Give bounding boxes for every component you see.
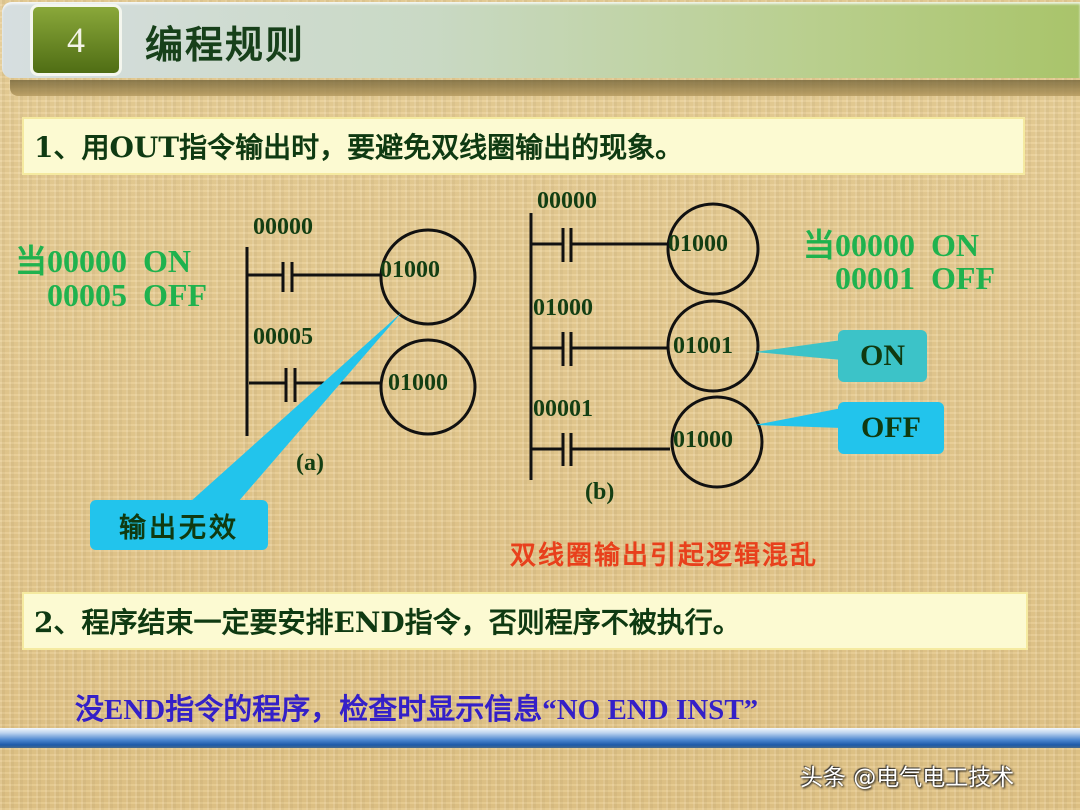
- rule-2-box: 2、程序结束一定要安排END指令，否则程序不被执行。: [22, 592, 1028, 650]
- rule-1-box: 1、用OUT指令输出时，要避免双线圈输出的现象。: [22, 117, 1025, 175]
- callout-output-invalid: 输出无效: [90, 500, 268, 550]
- coil-label: 01001: [673, 333, 733, 359]
- section-number-badge: 4: [30, 4, 122, 76]
- coil-icon: [379, 338, 477, 436]
- rung-b-1: [531, 202, 760, 296]
- diagram-b-condition-line1: 当00000 ON: [803, 227, 980, 263]
- contact-label: 00000: [537, 188, 597, 214]
- contact-label: 00005: [253, 324, 313, 350]
- rung-b-2: [531, 299, 760, 393]
- coil-icon: [379, 228, 477, 326]
- coil-label: 01000: [388, 370, 448, 396]
- footer-bar: [0, 728, 1080, 748]
- rung-b-3: [531, 395, 764, 489]
- page-title: 编程规则: [145, 23, 306, 67]
- ladder-diagram-b: [529, 202, 764, 489]
- rule-1-text: 1、用OUT指令输出时，要避免双线圈输出的现象。: [34, 131, 684, 164]
- watermark: 头条 @电气电工技术: [800, 765, 1015, 791]
- callout-pointer: [755, 340, 842, 360]
- contact-label: 00000: [253, 214, 313, 240]
- coil-icon: [666, 202, 760, 296]
- diagram-b-caption: (b): [585, 479, 614, 505]
- coil-icon: [666, 299, 760, 393]
- diagram-a-condition-line1: 当00000 ON: [15, 243, 192, 279]
- diagram-a-condition-line2: 00005 OFF: [47, 277, 207, 313]
- callout-pointer: [190, 312, 402, 502]
- callout-off: OFF: [838, 402, 944, 454]
- coil-label: 01000: [380, 257, 440, 283]
- diagram-b-condition-line2: 00001 OFF: [835, 260, 995, 296]
- diagram-a-caption: (a): [296, 450, 324, 476]
- rung-a-1: [247, 228, 477, 326]
- title-bar: [2, 2, 1080, 78]
- callout-pointer: [755, 408, 842, 428]
- ladder-diagrams: 00000 01000 00005 01000 (a): [190, 188, 842, 505]
- coil-label: 01000: [673, 427, 733, 453]
- title-bar-shadow: [10, 80, 1080, 96]
- end-instruction-note: 没END指令的程序，检查时显示信息“NO END INST”: [75, 694, 759, 726]
- ladder-diagram-a: [245, 228, 477, 436]
- callout-on: ON: [838, 330, 927, 382]
- coil-icon: [670, 395, 764, 489]
- rule-2-text: 2、程序结束一定要安排END指令，否则程序不被执行。: [34, 606, 741, 639]
- contact-label: 00001: [533, 396, 593, 422]
- contact-label: 01000: [533, 295, 593, 321]
- double-coil-note: 双线圈输出引起逻辑混乱: [510, 541, 819, 571]
- coil-label: 01000: [668, 231, 728, 257]
